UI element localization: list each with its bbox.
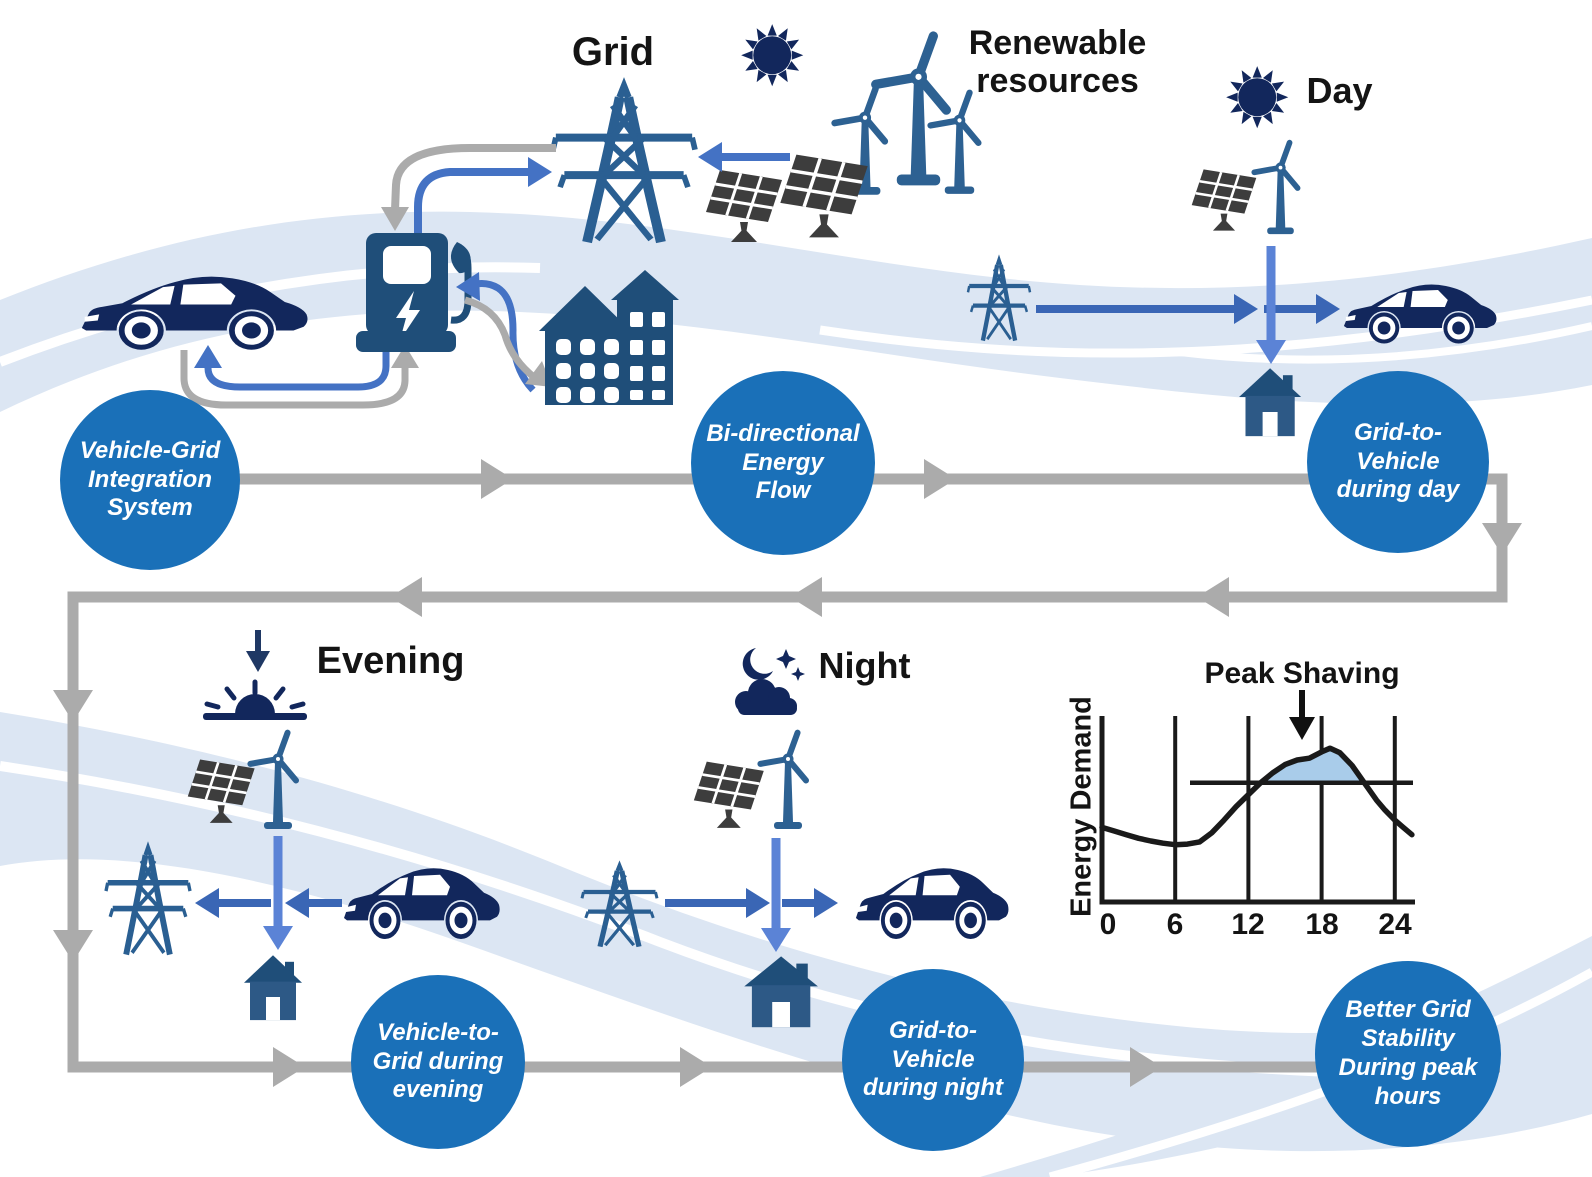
car-station-arrows [180,345,419,409]
evening-house-icon [244,955,302,1021]
night-car-icon [856,868,1009,939]
night-label: Night [818,645,911,686]
city-buildings-icon [539,270,679,405]
step-grid-to-vehicle-night: Grid-to- Vehicle during night [842,969,1024,1151]
x-tick-18: 18 [1305,908,1339,941]
step-better-grid-stability: Better Grid Stability During peak hours [1315,961,1501,1147]
chart-title: Peak Shaving [1204,657,1400,690]
step-vehicle-to-grid-evening: Vehicle-to- Grid during evening [351,975,525,1149]
evening-energy-arrows [195,836,342,950]
chart-gridlines [1173,716,1397,902]
night-solar-icon [692,760,766,830]
night-energy-arrows [665,838,838,952]
flow-arrowheads [53,459,1522,1087]
energy-demand-chart [1099,690,1415,905]
demand-curve [1099,745,1415,848]
day-label: Day [1306,70,1373,111]
x-tick-12: 12 [1231,908,1265,941]
peak-shaving-annotation-arrow [1289,690,1315,740]
step-vehicle-grid-integration-system: Vehicle-Grid Integration System [60,390,240,570]
step-grid-to-vehicle-day: Grid-to- Vehicle during day [1307,371,1489,553]
day-solar-icon [1190,168,1258,232]
x-tick-0: 0 [1099,908,1117,941]
station-grid-arrows [381,144,556,233]
sunset-icon [203,679,307,720]
x-tick-24: 24 [1378,908,1412,941]
peak-shaving-shaded-area [1260,748,1365,783]
renewable-solar-panels-icon [704,152,870,244]
x-tick-6: 6 [1166,908,1184,941]
renewable-resources-label: Renewable resources [968,24,1147,101]
chart-axes [1099,716,1415,905]
chart-ylabel: Energy Demand [1065,696,1098,917]
process-flow-line [53,459,1522,1087]
night-moon-cloud-icon [735,648,805,715]
grid-label: Grid [571,30,655,74]
evening-label: Evening [316,640,465,682]
renewables-to-grid-arrow [698,142,790,172]
sun-icon [741,24,804,87]
step-bidirectional-energy-flow: Bi-directional Energy Flow [691,371,875,555]
evening-descend-arrow-icon [246,630,270,672]
night-wind-turbine-icon [756,728,811,829]
day-wind-turbine-icon [1251,139,1302,235]
day-energy-arrows [1036,246,1340,364]
charging-station-icon [356,233,472,352]
day-sun-icon [1226,66,1289,129]
